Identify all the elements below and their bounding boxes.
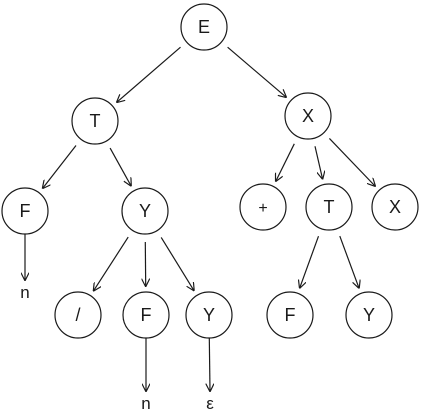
edge-y1-to-sl [94,236,129,291]
terminal-n-left: n [20,283,29,302]
node-f-left: F [1,187,49,235]
edge-t2-to-f3 [300,235,320,288]
svg-text:Y: Y [203,305,215,325]
terminal-n-middle: n [141,394,150,413]
edge-e-to-t1 [117,46,181,102]
edge-t2-to-y3 [339,235,359,288]
svg-text:/: / [75,305,80,325]
node-f-middle: F [122,291,170,339]
node-x-right: X [284,92,332,140]
edge-e-to-x1 [227,46,286,97]
svg-text:T: T [90,111,101,131]
edge-y1-to-y2 [160,237,194,290]
node-y-left: Y [121,187,169,235]
svg-text:X: X [389,197,401,217]
node-slash: / [54,291,102,339]
tree-edges [25,46,375,391]
svg-text:F: F [20,201,31,221]
edge-x1-to-pl [276,143,295,181]
node-f-right: F [266,291,314,339]
node-y-middle: Y [185,291,233,339]
node-y-right: Y [345,291,393,339]
node-t-left: T [71,97,119,145]
edge-t1-to-f1 [43,145,77,189]
node-plus: + [239,183,287,231]
node-t-right: T [305,183,353,231]
svg-text:T: T [324,197,335,217]
svg-text:F: F [141,305,152,325]
edge-y2-to-eps [209,337,210,391]
svg-text:X: X [302,106,314,126]
edge-t1-to-y1 [109,147,131,186]
terminal-epsilon: ε [206,394,214,413]
edge-x1-to-x2 [328,137,375,186]
svg-text:F: F [285,305,296,325]
svg-text:+: + [258,200,267,217]
edge-x1-to-t2 [314,146,323,179]
svg-text:E: E [198,17,210,37]
svg-text:Y: Y [363,305,375,325]
node-e: E [180,3,228,51]
svg-text:Y: Y [139,201,151,221]
node-x-far-right: X [371,183,419,231]
